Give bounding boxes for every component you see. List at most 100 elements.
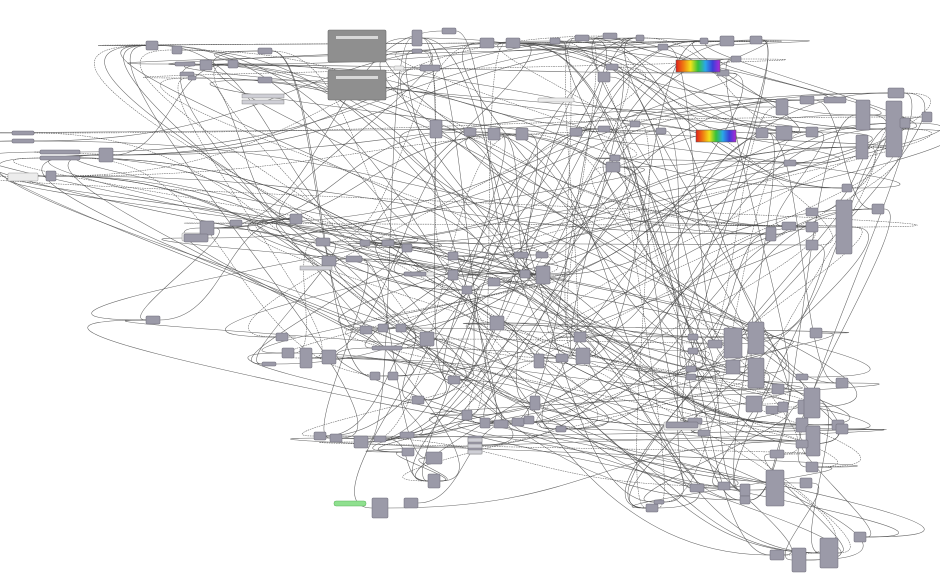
component-node[interactable] [723,327,743,359]
component-node[interactable] [419,64,441,72]
component-node[interactable] [461,409,473,421]
component-node[interactable] [745,395,763,413]
component-node[interactable] [855,134,869,160]
component-node[interactable] [555,425,567,433]
component-node[interactable] [871,203,885,215]
component-node[interactable] [535,251,549,259]
gradient-component[interactable] [695,129,737,143]
group-box[interactable] [327,69,387,101]
number-slider[interactable] [241,99,285,105]
component-node[interactable] [535,265,551,285]
component-node[interactable] [685,365,697,373]
component-node[interactable] [777,401,789,413]
component-node[interactable] [229,219,243,227]
component-node[interactable] [313,431,327,441]
component-node[interactable] [321,255,337,267]
component-node[interactable] [665,421,699,429]
component-node[interactable] [353,435,369,449]
component-node[interactable] [689,483,705,493]
component-node[interactable] [795,439,809,449]
panel[interactable] [393,65,405,71]
component-node[interactable] [795,417,809,433]
component-node[interactable] [487,277,501,287]
highlighted-slider[interactable] [333,500,367,507]
component-node[interactable] [371,497,389,519]
component-node[interactable] [11,130,35,136]
component-node[interactable] [145,40,159,51]
component-node[interactable] [835,377,849,389]
component-node[interactable] [597,71,611,83]
component-node[interactable] [655,127,667,135]
component-node[interactable] [791,547,807,573]
component-node[interactable] [257,76,273,84]
component-node[interactable] [781,221,797,231]
panel[interactable] [7,172,39,182]
component-node[interactable] [369,371,381,381]
component-node[interactable] [411,29,423,47]
component-node[interactable] [257,47,273,55]
component-node[interactable] [401,447,415,457]
component-node[interactable] [399,431,415,439]
component-node[interactable] [629,120,641,128]
component-node[interactable] [381,239,395,247]
component-node[interactable] [841,183,853,193]
component-node[interactable] [519,269,531,279]
component-node[interactable] [605,161,621,173]
component-node[interactable] [645,503,659,513]
panel[interactable] [537,97,575,103]
component-node[interactable] [725,359,741,375]
component-node[interactable] [447,251,459,261]
component-node[interactable] [809,327,823,339]
component-node[interactable] [487,127,501,141]
component-node[interactable] [609,154,621,162]
component-node[interactable] [511,417,525,427]
component-node[interactable] [183,233,209,243]
component-node[interactable] [887,87,905,99]
component-node[interactable] [699,37,709,45]
component-node[interactable] [321,349,337,365]
component-node[interactable] [765,226,777,242]
component-node[interactable] [427,473,441,489]
component-node[interactable] [371,345,403,351]
component-node[interactable] [199,220,215,236]
component-node[interactable] [493,419,509,429]
component-node[interactable] [479,417,491,429]
component-node[interactable] [411,48,423,54]
component-node[interactable] [401,243,413,253]
component-node[interactable] [39,155,81,161]
component-node[interactable] [823,96,847,104]
component-node[interactable] [885,100,903,158]
component-node[interactable] [261,361,277,367]
component-node[interactable] [717,481,731,491]
component-node[interactable] [747,357,765,389]
component-node[interactable] [747,321,765,355]
component-node[interactable] [289,213,303,225]
component-node[interactable] [835,199,853,255]
component-node[interactable] [174,61,196,67]
component-node[interactable] [697,429,711,437]
component-node[interactable] [441,27,457,35]
component-node[interactable] [429,119,443,139]
component-node[interactable] [463,127,477,137]
component-node[interactable] [299,347,313,369]
component-node[interactable] [657,43,669,51]
component-node[interactable] [771,383,785,395]
component-node[interactable] [605,63,619,71]
component-node[interactable] [529,395,541,411]
group-box[interactable] [327,29,387,63]
component-node[interactable] [315,237,331,247]
component-node[interactable] [555,353,569,363]
number-slider[interactable] [467,443,483,449]
component-node[interactable] [549,37,561,45]
component-node[interactable] [425,451,443,465]
component-node[interactable] [575,347,591,365]
component-node[interactable] [373,435,387,443]
component-node[interactable] [635,34,645,42]
component-node[interactable] [602,32,618,40]
component-node[interactable] [805,221,819,233]
component-node[interactable] [805,207,819,217]
component-node[interactable] [685,373,697,381]
component-node[interactable] [805,239,819,251]
number-slider[interactable] [467,449,483,455]
